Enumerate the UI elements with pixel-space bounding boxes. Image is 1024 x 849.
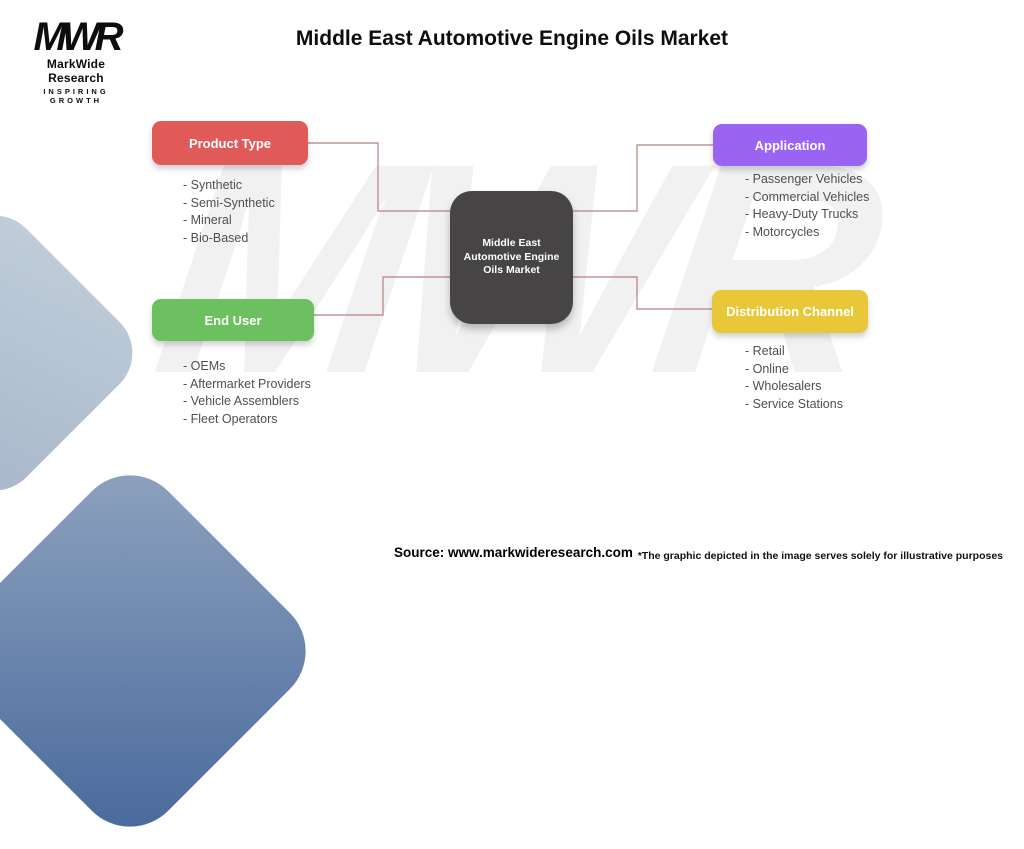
center-node-line: Oils Market	[483, 264, 540, 277]
list-item: - Fleet Operators	[183, 411, 278, 426]
application-list: - Passenger Vehicles - Commercial Vehicl…	[745, 171, 869, 241]
list-item: - Motorcycles	[745, 224, 820, 239]
logo-tagline: INSPIRING GROWTH	[43, 87, 109, 105]
connector-lines	[308, 142, 713, 316]
list-item: - Passenger Vehicles	[745, 172, 863, 186]
node-end-user: End User	[152, 299, 314, 341]
list-item: - Semi-Synthetic	[183, 195, 275, 210]
list-item: - Retail	[745, 344, 785, 358]
list-item: - Mineral	[183, 213, 232, 228]
list-item: - Online	[745, 361, 789, 376]
end-user-list: - OEMs - Aftermarket Providers - Vehicle…	[183, 358, 311, 428]
center-node-line: Middle East	[482, 236, 541, 249]
list-item: - Vehicle Assemblers	[183, 394, 300, 409]
connector-product-type	[308, 142, 450, 212]
logo-monogram: MWR	[33, 15, 124, 59]
list-item: - Commercial Vehicles	[745, 189, 870, 204]
node-label: End User	[204, 312, 262, 328]
node-application: Application	[713, 124, 867, 166]
list-item: - Aftermarket Providers	[183, 376, 311, 391]
node-label: Distribution Channel	[726, 304, 854, 319]
node-distribution-channel: Distribution Channel	[712, 290, 868, 333]
list-item: - Synthetic	[183, 178, 243, 192]
connector-application	[573, 144, 713, 212]
node-product-type: Product Type	[152, 121, 308, 165]
connector-distribution-channel	[573, 276, 712, 310]
center-node-line: Automotive Engine	[463, 250, 560, 263]
page-title: Middle East Automotive Engine Oils Marke…	[295, 27, 729, 50]
center-node: Middle East Automotive Engine Oils Marke…	[450, 191, 573, 324]
logo-name: MarkWide Research	[46, 57, 106, 85]
product-type-list: - Synthetic - Semi-Synthetic - Mineral -…	[183, 177, 275, 247]
list-item: - OEMs	[183, 359, 226, 373]
list-item: - Wholesalers	[745, 379, 822, 394]
connector-end-user	[314, 276, 450, 316]
node-label: Product Type	[188, 135, 272, 151]
markwide-research-logo: MWR MarkWide Research INSPIRING GROWTH	[20, 15, 132, 105]
list-item: - Bio-Based	[183, 230, 249, 245]
distribution-channel-list: - Retail - Online - Wholesalers - Servic…	[745, 343, 843, 413]
list-item: - Service Stations	[745, 396, 843, 411]
list-item: - Heavy-Duty Trucks	[745, 207, 859, 222]
source-text: Source: www.markwideresearch.com	[394, 545, 633, 560]
node-label: Application	[754, 137, 826, 153]
disclaimer-text: *The graphic depicted in the image serve…	[637, 550, 1003, 562]
